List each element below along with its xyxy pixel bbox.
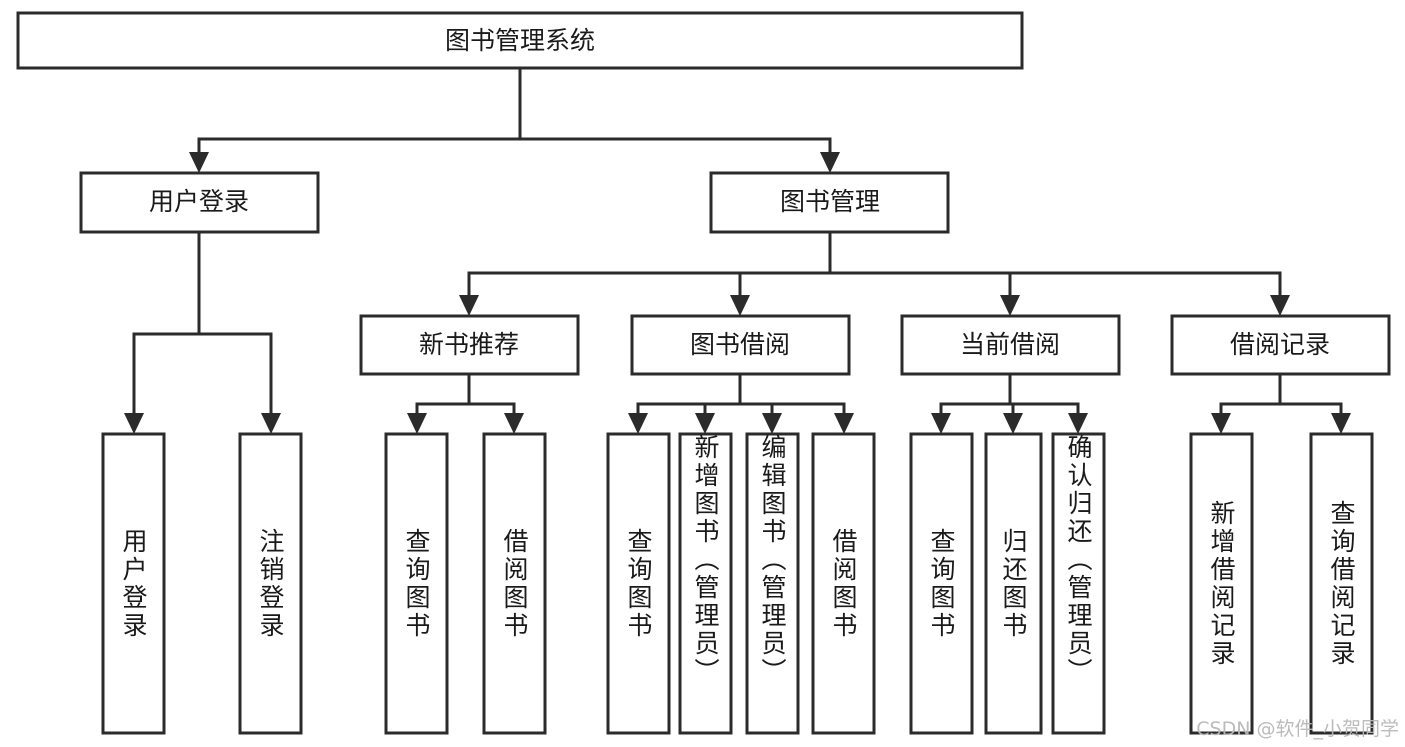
arrow-head-leaf-query-record xyxy=(1331,413,1351,434)
node-user-login-box[interactable] xyxy=(79,171,320,234)
node-book-borrow-box[interactable] xyxy=(630,314,851,376)
arrow-head-borrow xyxy=(730,295,750,316)
arrow-head-leaf-user-login xyxy=(124,413,144,434)
edge-group-root xyxy=(189,66,840,173)
node-borrow-records-box[interactable] xyxy=(1170,314,1391,376)
edge-group-user-login xyxy=(124,230,281,434)
leaf-box-query-book-2[interactable] xyxy=(606,432,671,735)
arrow-head-leaf-logout xyxy=(261,413,281,434)
arrow-head-leaf-add-record xyxy=(1211,413,1231,434)
node-root-system[interactable]: 图书管理系统 xyxy=(16,11,1024,70)
leaf-box-edit-book[interactable] xyxy=(745,432,800,735)
watermark-text: CSDN @软件_小贺同学 xyxy=(1196,718,1399,740)
edge-group-records xyxy=(1211,372,1351,434)
node-book-management[interactable]: 图书管理 xyxy=(709,171,950,234)
node-current-borrow-label: 当前借阅 xyxy=(960,330,1060,359)
node-current-borrow[interactable]: 当前借阅 xyxy=(900,314,1121,376)
leaf-box-user-login[interactable] xyxy=(101,432,166,735)
arrow-head-newbook xyxy=(459,295,479,316)
arrow-head-user-login xyxy=(189,152,209,173)
node-borrow-records[interactable]: 借阅记录 xyxy=(1170,314,1391,376)
leaf-box-query-book-3[interactable] xyxy=(909,432,974,735)
arrow-head-current xyxy=(1000,295,1020,316)
node-root-system-box[interactable] xyxy=(16,11,1024,70)
leaf-box-query-record[interactable] xyxy=(1309,432,1374,735)
node-book-borrow-label: 图书借阅 xyxy=(690,330,790,359)
edge-group-borrow xyxy=(628,372,854,434)
arrow-head-leaf-borrow-book-1 xyxy=(504,413,524,434)
edge-group-newbook xyxy=(407,372,524,434)
node-current-borrow-box[interactable] xyxy=(900,314,1121,376)
node-user-login-label: 用户登录 xyxy=(149,187,249,216)
arrow-head-leaf-query-book-2 xyxy=(628,413,648,434)
leaf-box-add-book[interactable] xyxy=(678,432,733,735)
leaf-box-borrow-book-1[interactable] xyxy=(482,432,547,735)
arrow-head-leaf-borrow-book-2 xyxy=(834,413,854,434)
arrow-head-leaf-query-book-1 xyxy=(407,413,427,434)
leaf-box-query-book-1[interactable] xyxy=(384,432,449,735)
arrow-head-book-mgmt xyxy=(820,152,840,173)
arrow-head-records xyxy=(1270,295,1290,316)
node-book-management-box[interactable] xyxy=(709,171,950,234)
node-book-management-label: 图书管理 xyxy=(780,187,880,216)
arrow-head-leaf-confirm-return xyxy=(1068,413,1088,434)
node-new-book-recommend[interactable]: 新书推荐 xyxy=(359,314,580,376)
node-root-system-label: 图书管理系统 xyxy=(445,26,595,55)
edge-group-current xyxy=(931,372,1088,434)
arrow-head-leaf-add-book xyxy=(695,413,715,434)
node-new-book-recommend-label: 新书推荐 xyxy=(419,330,519,359)
node-new-book-recommend-box[interactable] xyxy=(359,314,580,376)
arrow-head-leaf-edit-book xyxy=(762,413,782,434)
node-borrow-records-label: 借阅记录 xyxy=(1230,330,1330,359)
node-book-borrow[interactable]: 图书借阅 xyxy=(630,314,851,376)
leaf-box-add-record[interactable] xyxy=(1189,432,1254,735)
node-user-login[interactable]: 用户登录 xyxy=(79,171,320,234)
edge-group-book-mgmt xyxy=(459,230,1290,316)
leaf-box-return-book[interactable] xyxy=(984,432,1043,735)
leaf-box-confirm-return[interactable] xyxy=(1051,432,1106,735)
leaf-box-logout[interactable] xyxy=(238,432,303,735)
leaf-box-borrow-book-2[interactable] xyxy=(811,432,876,735)
arrow-head-leaf-query-book-3 xyxy=(931,413,951,434)
arrow-head-leaf-return-book xyxy=(1003,413,1023,434)
